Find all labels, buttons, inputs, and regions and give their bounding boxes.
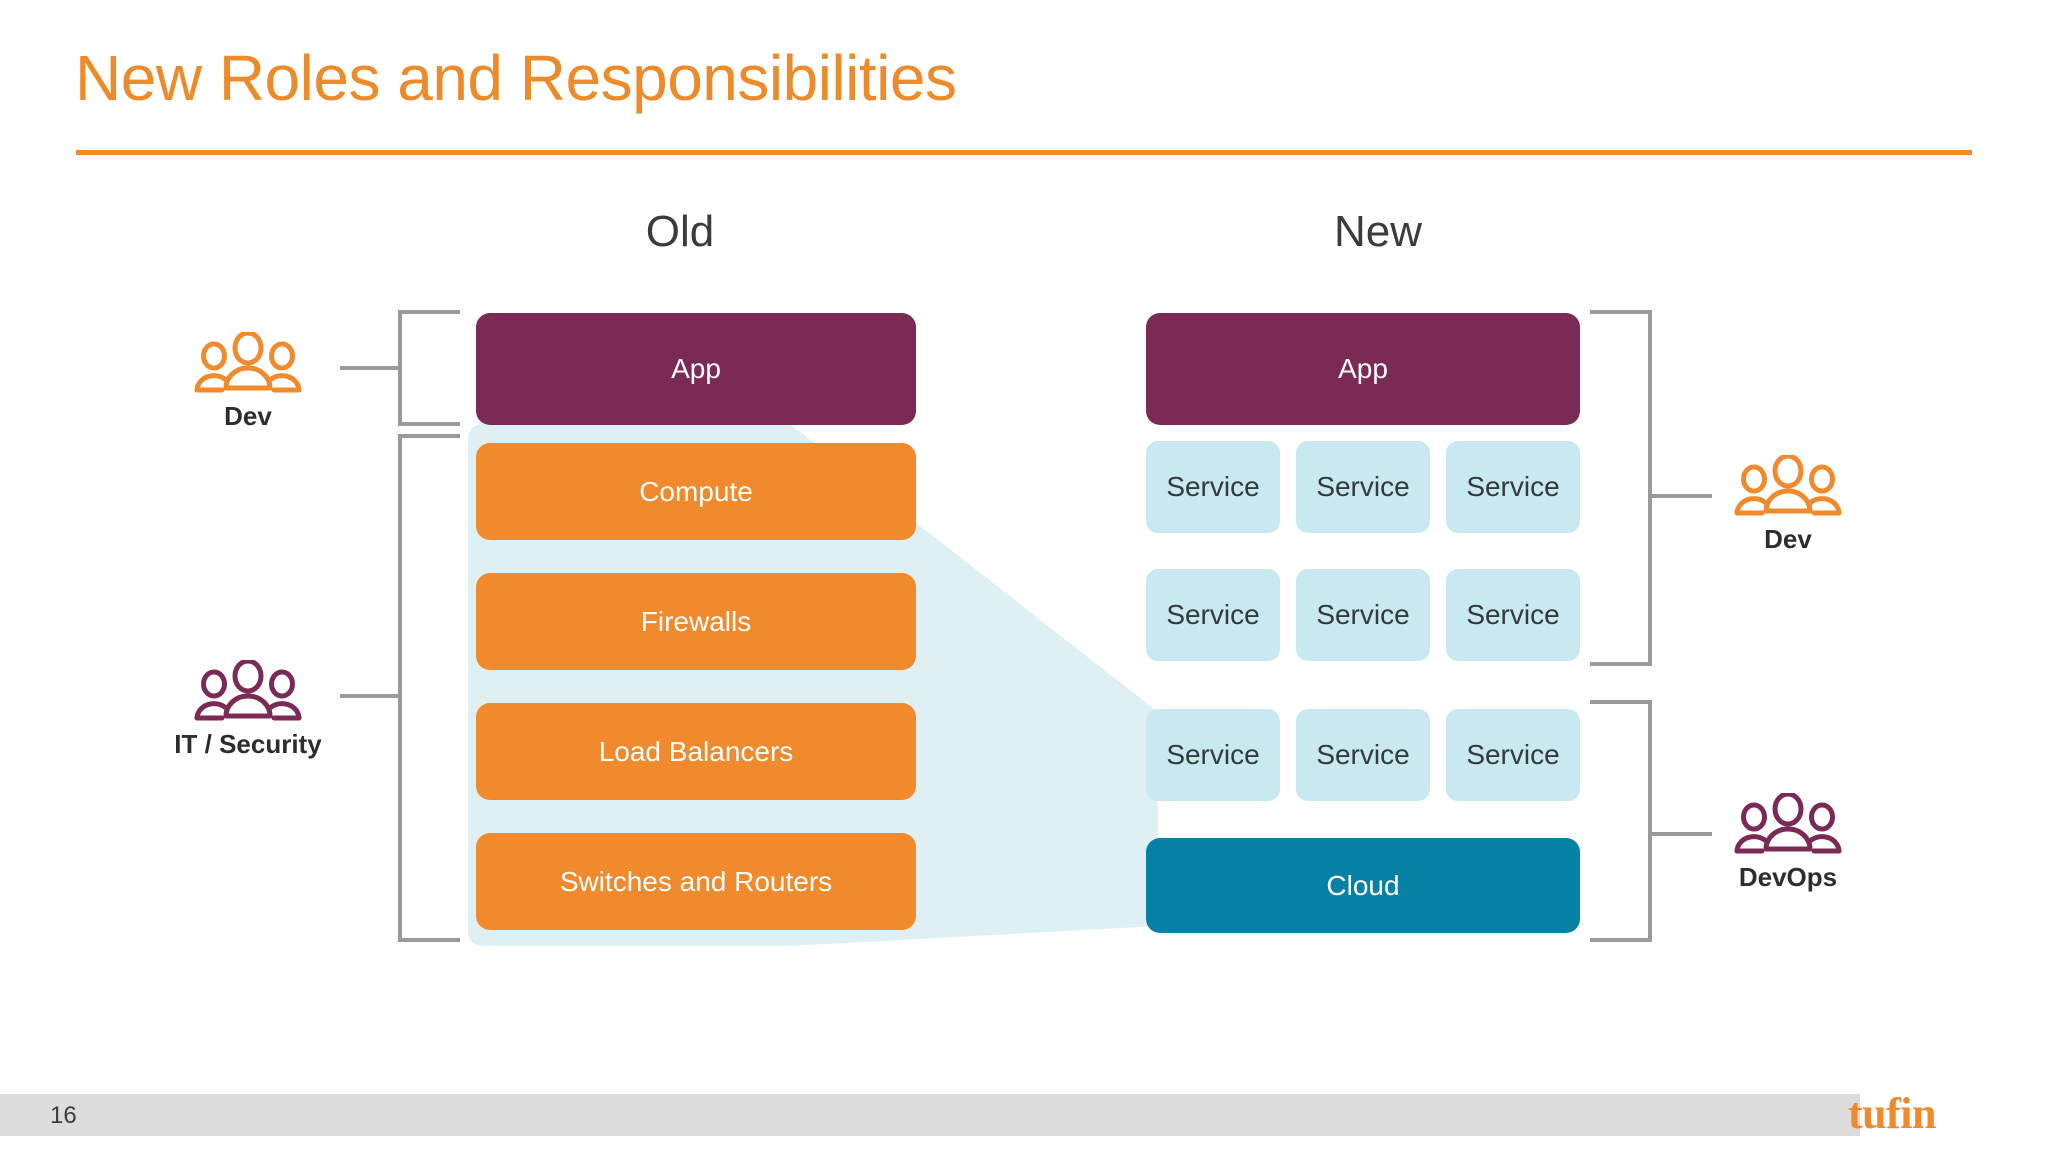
column-header-new: New bbox=[1333, 207, 1423, 256]
new-box-service[interactable]: Service bbox=[1446, 441, 1580, 533]
new-box-service[interactable]: Service bbox=[1146, 709, 1280, 801]
page-title: New Roles and Responsibilities bbox=[75, 42, 957, 114]
people-group-icon bbox=[194, 660, 302, 721]
brand-logo-tufin: tufin bbox=[1848, 1089, 1936, 1138]
role-group-it-security: IT / Security bbox=[138, 660, 358, 759]
funnel-connector-shape bbox=[468, 424, 1158, 946]
new-box-service[interactable]: Service bbox=[1446, 709, 1580, 801]
new-box-service[interactable]: Service bbox=[1446, 569, 1580, 661]
role-group-dev-left: Dev bbox=[138, 332, 358, 431]
new-box-service[interactable]: Service bbox=[1296, 441, 1430, 533]
people-group-icon bbox=[194, 332, 302, 393]
old-box-load-balancers[interactable]: Load Balancers bbox=[476, 703, 916, 800]
footer-band bbox=[0, 1094, 1860, 1136]
role-label-devops: DevOps bbox=[1738, 862, 1838, 892]
old-box-app[interactable]: App bbox=[476, 313, 916, 425]
new-box-service[interactable]: Service bbox=[1146, 569, 1280, 661]
new-box-app[interactable]: App bbox=[1146, 313, 1580, 425]
old-box-switches-and-routers[interactable]: Switches and Routers bbox=[476, 833, 916, 930]
new-box-service[interactable]: Service bbox=[1296, 709, 1430, 801]
new-box-cloud[interactable]: Cloud bbox=[1146, 838, 1580, 933]
new-box-service[interactable]: Service bbox=[1146, 441, 1280, 533]
people-group-icon bbox=[1734, 793, 1842, 854]
old-box-compute[interactable]: Compute bbox=[476, 443, 916, 540]
page-number: 16 bbox=[50, 1102, 77, 1129]
column-header-old: Old bbox=[645, 207, 715, 256]
role-group-devops: DevOps bbox=[1678, 793, 1898, 892]
new-box-service[interactable]: Service bbox=[1296, 569, 1430, 661]
people-group-icon bbox=[1734, 455, 1842, 516]
title-underline-rule bbox=[76, 150, 1972, 155]
role-group-dev-right: Dev bbox=[1678, 455, 1898, 554]
role-label-it-security: IT / Security bbox=[174, 729, 322, 759]
role-label-dev: Dev bbox=[224, 401, 272, 431]
old-box-firewalls[interactable]: Firewalls bbox=[476, 573, 916, 670]
role-label-dev: Dev bbox=[1764, 524, 1812, 554]
